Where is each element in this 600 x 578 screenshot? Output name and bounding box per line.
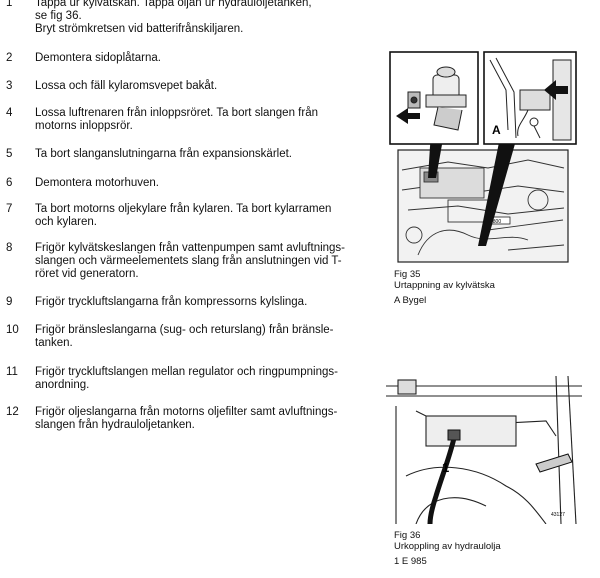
step-number: 10 <box>6 324 19 336</box>
step-text: Frigör oljeslangarna från motorns oljefi… <box>35 406 338 431</box>
step-number: 12 <box>6 406 19 418</box>
step-number: 7 <box>6 203 13 215</box>
fig36-label-1: 1 <box>442 460 449 475</box>
step-text: Lossa och fäll kylaromsvepet bakåt. <box>35 80 218 92</box>
step-text: Ta bort motorns oljekylare från kylaren.… <box>35 203 332 228</box>
step-text: Tappa ur kylvätskan. Tappa oljan ur hydr… <box>35 0 312 35</box>
figure-36-illustration: 1 43127 <box>386 366 582 524</box>
step-number: 9 <box>6 296 13 308</box>
step-text: Frigör tryckluftslangarna från kompresso… <box>35 296 308 308</box>
step-text: Lossa luftrenaren från inloppsröret. Ta … <box>35 107 318 132</box>
step-number: 8 <box>6 242 13 254</box>
step-number: 4 <box>6 107 13 119</box>
step-number: 11 <box>6 366 18 378</box>
step-text: Frigör tryckluftslangen mellan regulator… <box>35 366 338 391</box>
step-text: Ta bort slanganslutningarna från expansi… <box>35 148 292 160</box>
fig36-code: 43127 <box>551 512 565 518</box>
step-text: Demontera motorhuven. <box>35 177 160 189</box>
step-number: 2 <box>6 52 13 64</box>
step-number: 6 <box>6 177 13 189</box>
fig35-legend: A Bygel <box>394 295 427 306</box>
fig35-label-a: A <box>492 123 501 137</box>
step-number: 3 <box>6 80 13 92</box>
figure-35-illustration: 0800 A <box>389 51 577 263</box>
step-number: 5 <box>6 148 13 160</box>
fig36-legend: 1 E 985 <box>394 556 427 567</box>
fig35-caption: Fig 35 Urtappning av kylvätska <box>394 269 495 291</box>
step-number: 1 <box>6 0 13 9</box>
step-text: Frigör bränsleslangarna (sug- och returs… <box>35 324 334 349</box>
fig35-code: 0800 <box>490 219 501 225</box>
step-text: Frigör kylvätskeslangen från vattenpumpe… <box>35 242 346 280</box>
fig36-caption: Fig 36 Urkoppling av hydraulolja <box>394 530 501 552</box>
step-text: Demontera sidoplåtarna. <box>35 52 161 64</box>
